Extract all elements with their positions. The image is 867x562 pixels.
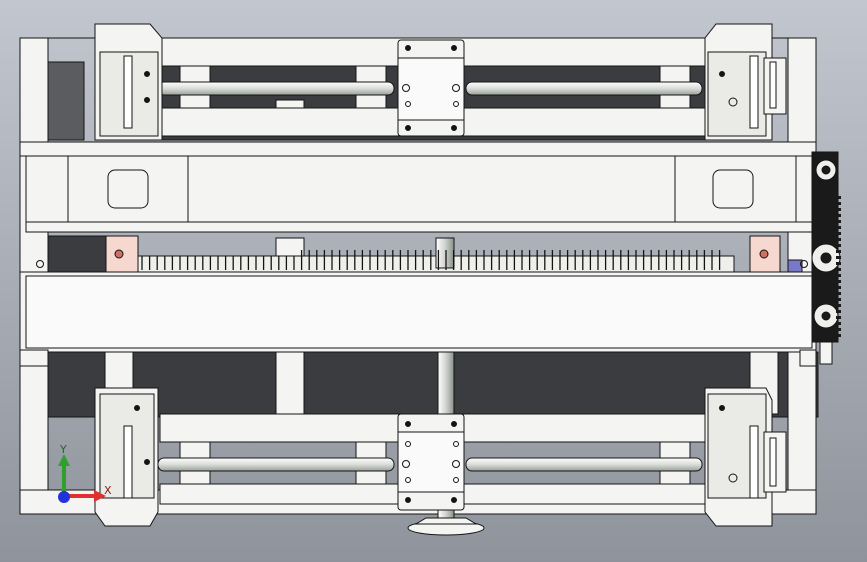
- gear-hub: [821, 311, 831, 321]
- bolt-icon: [144, 71, 150, 77]
- bottom-linear-rod-left: [157, 457, 395, 472]
- bolt-icon: [453, 477, 459, 483]
- hole-icon: [36, 260, 44, 268]
- gear-tooth: [836, 262, 841, 265]
- clamp-screw-icon: [452, 460, 460, 468]
- lower-beam-face: [25, 275, 813, 349]
- gear-tooth: [836, 208, 841, 211]
- gear-shaft-end: [819, 341, 833, 365]
- access-window-right: [712, 169, 754, 209]
- gear-tooth: [836, 220, 841, 223]
- bolt-icon: [451, 125, 457, 131]
- gear-tooth: [836, 298, 841, 301]
- bolt-icon: [453, 101, 459, 107]
- bolt-icon: [405, 421, 411, 427]
- axis-triad: Y X: [58, 443, 112, 503]
- hole-icon: [728, 97, 738, 107]
- bolt-icon: [451, 45, 457, 51]
- side-plate-slot: [769, 437, 777, 487]
- top-carriage-plate: [397, 57, 465, 121]
- y-axis-arrowhead: [58, 454, 70, 466]
- gear-tooth: [836, 202, 841, 205]
- clamp-screw-icon: [452, 84, 460, 92]
- bolt-icon: [453, 441, 459, 447]
- top-linear-rod-left: [157, 81, 395, 96]
- bolt-icon: [405, 101, 411, 107]
- gear-tooth: [836, 232, 841, 235]
- clamp-screw-icon: [402, 460, 410, 468]
- access-window-left: [107, 169, 149, 209]
- bolt-icon: [405, 477, 411, 483]
- bolt-icon: [134, 405, 140, 411]
- upper-beam-rail: [19, 141, 817, 157]
- sprocket-hub: [821, 165, 831, 175]
- hole-icon: [728, 473, 738, 483]
- bolt-icon: [719, 405, 725, 411]
- leveling-foot-top: [414, 517, 478, 525]
- bolt-icon: [405, 125, 411, 131]
- z-axis-dot: [58, 491, 70, 503]
- hole-icon: [800, 260, 808, 268]
- gear-tooth: [836, 268, 841, 271]
- x-axis-arrowhead: [94, 490, 106, 502]
- bolt-icon: [405, 497, 411, 503]
- gear-teeth: [836, 196, 841, 337]
- gear-tooth: [836, 328, 841, 331]
- foot-right: [799, 349, 817, 367]
- bolt-icon: [719, 71, 725, 77]
- frame-opening-middle-left: [47, 235, 107, 273]
- gear-tooth: [836, 316, 841, 319]
- side-plate-slot: [769, 61, 777, 109]
- upper-beam-lip: [25, 221, 813, 233]
- bracket-accent-left: [114, 249, 124, 259]
- bolt-icon: [451, 497, 457, 503]
- y-axis-label: Y: [59, 443, 67, 456]
- gear-tooth: [836, 292, 841, 295]
- gear-tooth: [836, 250, 841, 253]
- bolt-icon: [405, 441, 411, 447]
- bottom-carriage-plate: [397, 431, 465, 493]
- bottom-linear-rod-right: [465, 457, 703, 472]
- gear-tooth: [836, 238, 841, 241]
- top-rail-spacer: [275, 99, 305, 109]
- gear-tooth: [836, 310, 841, 313]
- gear-tooth: [836, 196, 841, 199]
- gear-tooth: [836, 226, 841, 229]
- bracket-accent-right: [759, 249, 769, 259]
- gear-tooth: [836, 286, 841, 289]
- top-linear-rod-right: [465, 81, 703, 96]
- bolt-icon: [405, 45, 411, 51]
- bolt-icon: [451, 421, 457, 427]
- gear-tooth: [836, 280, 841, 283]
- gear-tooth: [836, 334, 841, 337]
- bolt-icon: [144, 97, 150, 103]
- clamp-screw-icon: [402, 84, 410, 92]
- gear-tooth: [836, 244, 841, 247]
- gear-tooth: [836, 322, 841, 325]
- gear-hub: [820, 252, 832, 264]
- gear-tooth: [836, 214, 841, 217]
- machine-assembly[interactable]: [19, 23, 841, 536]
- gear-tooth: [836, 256, 841, 259]
- gear-tooth: [836, 304, 841, 307]
- slot-top-right: [749, 55, 759, 129]
- foot-left: [19, 349, 49, 367]
- frame-left-gap: [47, 61, 85, 141]
- slot-bottom-right: [749, 425, 759, 499]
- x-axis-label: X: [104, 484, 112, 497]
- gear-tooth: [836, 274, 841, 277]
- cutter-blade-row: [141, 250, 721, 270]
- bolt-icon: [144, 459, 150, 465]
- frame-opening-bottom: [47, 351, 819, 418]
- upper-cross-beam: [25, 155, 813, 223]
- slot-top-left: [123, 55, 133, 129]
- slot-bottom-left: [123, 425, 133, 499]
